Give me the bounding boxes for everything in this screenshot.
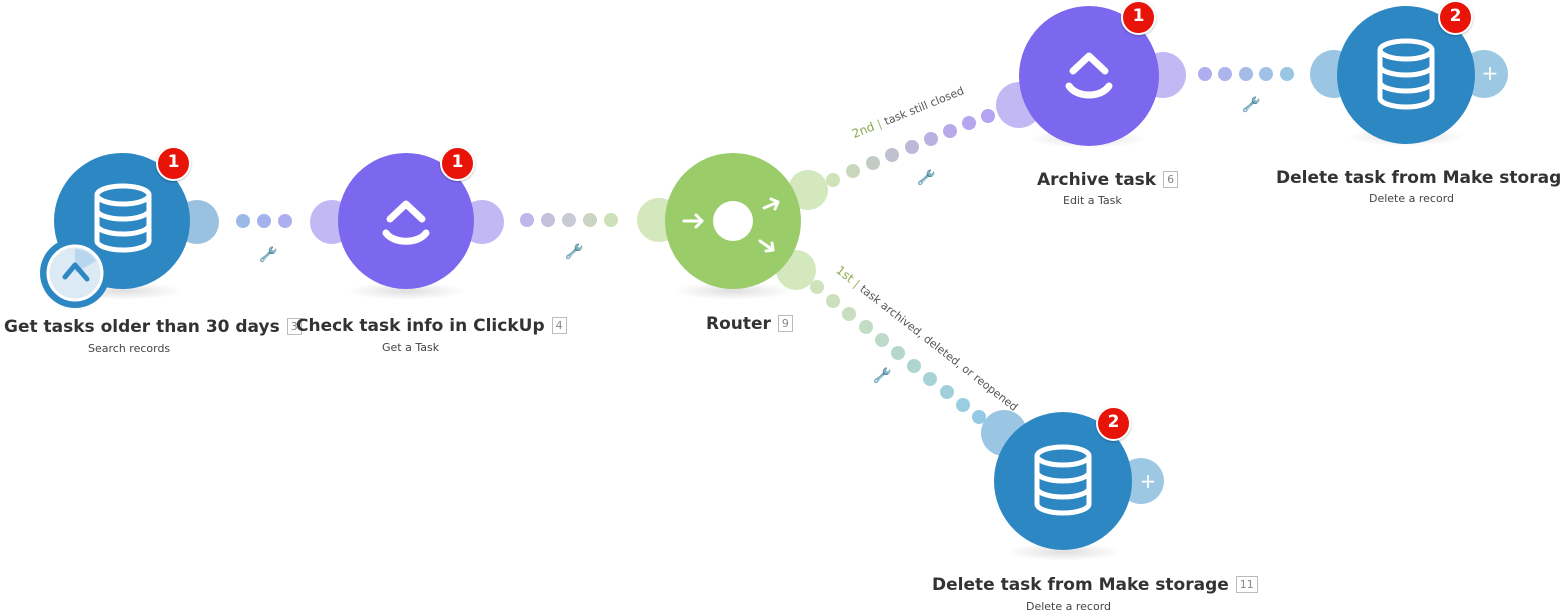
error-count-badge[interactable]: 2 (1438, 0, 1473, 35)
module-subtitle: Delete a record (1369, 192, 1455, 205)
module-title: Delete task from Make storage (932, 575, 1229, 595)
module-title: Archive task (1037, 170, 1157, 190)
route-order: 1st (833, 263, 857, 286)
connector-dot (846, 164, 860, 178)
module-subtitle: Delete a record (1026, 600, 1112, 613)
wrench-icon[interactable]: 🔧 (872, 366, 890, 385)
database-icon (94, 183, 152, 253)
connector-dot (981, 109, 995, 123)
connector-dot (583, 213, 597, 227)
router-icon (682, 197, 780, 253)
connector-dot (956, 398, 970, 412)
connector-dot (907, 359, 921, 373)
clickup-icon (1065, 52, 1113, 99)
connector-dot (924, 132, 938, 146)
error-count-badge[interactable]: 2 (1096, 406, 1131, 441)
module-id: 6 (1163, 171, 1179, 188)
wrench-icon[interactable]: 🔧 (564, 242, 582, 261)
connector-dot (1218, 67, 1232, 81)
connector-dot (562, 213, 576, 227)
module-title: Get tasks older than 30 days (4, 317, 280, 337)
route-label-1st[interactable]: 1st|task archived, deleted, or reopened (833, 263, 1021, 414)
connector-dot (541, 213, 555, 227)
plus-icon[interactable]: + (1139, 469, 1157, 493)
error-count-badge[interactable]: 1 (156, 146, 191, 181)
module-subtitle: Get a Task (382, 341, 440, 354)
database-icon (1377, 38, 1435, 110)
connector-dot (905, 140, 919, 154)
wrench-icon[interactable]: 🔧 (258, 245, 276, 264)
route-filter-label: task still closed (882, 84, 966, 129)
module-id: 11 (1235, 576, 1258, 593)
plus-icon[interactable]: + (1481, 61, 1499, 85)
route-filter-label: task archived, deleted, or reopened (857, 282, 1021, 414)
database-icon (1034, 444, 1092, 516)
connector-dot (826, 173, 840, 187)
clock-icon[interactable] (40, 238, 110, 308)
module-subtitle: Search records (88, 342, 171, 355)
error-count-badge[interactable]: 1 (1121, 0, 1156, 35)
connector-dot (1280, 67, 1294, 81)
connector-dot (810, 280, 824, 294)
wrench-icon[interactable]: 🔧 (1241, 95, 1259, 114)
connector-dot (1259, 67, 1273, 81)
connector-dot (278, 214, 292, 228)
connector-dot (940, 385, 954, 399)
module-title: Delete task from Make storage (1276, 168, 1561, 188)
connector-dot (257, 214, 271, 228)
wrench-icon[interactable]: 🔧 (916, 168, 934, 187)
module-id: 9 (777, 315, 793, 332)
route-order: 2nd (850, 119, 877, 141)
module-title: Router (706, 314, 771, 334)
connector-dot (1198, 67, 1212, 81)
module-subtitle: Edit a Task (1063, 194, 1122, 207)
connector-dot (891, 346, 905, 360)
clickup-icon (382, 200, 430, 245)
connector-dot (604, 213, 618, 227)
connector-dot (885, 148, 899, 162)
connector-dot (943, 124, 957, 138)
connector-dot (859, 320, 873, 334)
connector-dot (826, 294, 840, 308)
connector-dot (1239, 67, 1253, 81)
connector-dot (236, 214, 250, 228)
connector-dot (923, 372, 937, 386)
connector-dot (842, 307, 856, 321)
connector-dot (962, 116, 976, 130)
module-id: 3 (286, 318, 302, 335)
module-id: 4 (551, 317, 567, 334)
connector-dot (972, 410, 986, 424)
error-count-badge[interactable]: 1 (440, 146, 475, 181)
module-title: Check task info in ClickUp (296, 316, 545, 336)
connector-dot (520, 213, 534, 227)
connector-dot (875, 333, 889, 347)
connector-dot (866, 156, 880, 170)
